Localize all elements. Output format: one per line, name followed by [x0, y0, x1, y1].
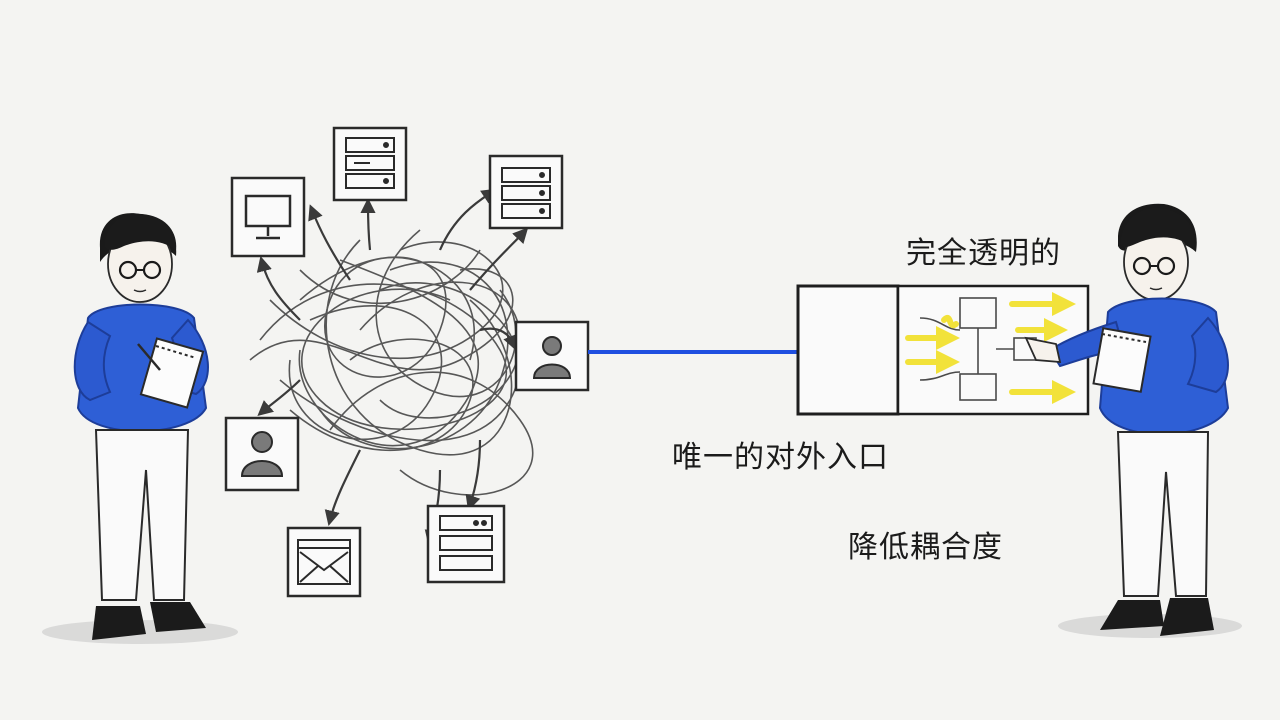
server-icon — [501, 167, 551, 219]
arm-left — [73, 320, 112, 402]
arm-right — [1186, 316, 1229, 394]
shoe-right — [150, 602, 206, 632]
user-icon — [532, 336, 572, 379]
label-fully-transparent: 完全透明的 — [906, 236, 1061, 271]
server-icon — [439, 515, 493, 571]
server-icon — [345, 137, 395, 189]
shoe-right — [1160, 598, 1214, 636]
server-node-right — [488, 154, 564, 230]
user-node-left — [224, 416, 300, 492]
pants — [1116, 431, 1210, 597]
user-node-right — [514, 320, 590, 392]
person-left — [73, 213, 209, 640]
mail-node — [286, 526, 362, 598]
person-right — [1024, 203, 1230, 636]
pants — [94, 429, 190, 601]
mail-icon — [297, 539, 351, 585]
shoe-left — [1100, 600, 1164, 630]
shoe-left — [92, 606, 146, 640]
monitor-node — [230, 176, 306, 258]
hand-pointing — [1024, 336, 1062, 363]
monitor-icon — [244, 194, 292, 240]
notepad-icon — [137, 337, 205, 409]
yellow-flow-arrows — [905, 292, 1076, 404]
user-icon — [240, 431, 284, 477]
server-node-top — [332, 126, 408, 202]
server-node-bottom — [426, 504, 506, 584]
label-single-entry: 唯一的对外入口 — [672, 440, 889, 475]
label-reduce-coupling: 降低耦合度 — [848, 530, 1003, 565]
notepad-icon — [1092, 327, 1152, 393]
